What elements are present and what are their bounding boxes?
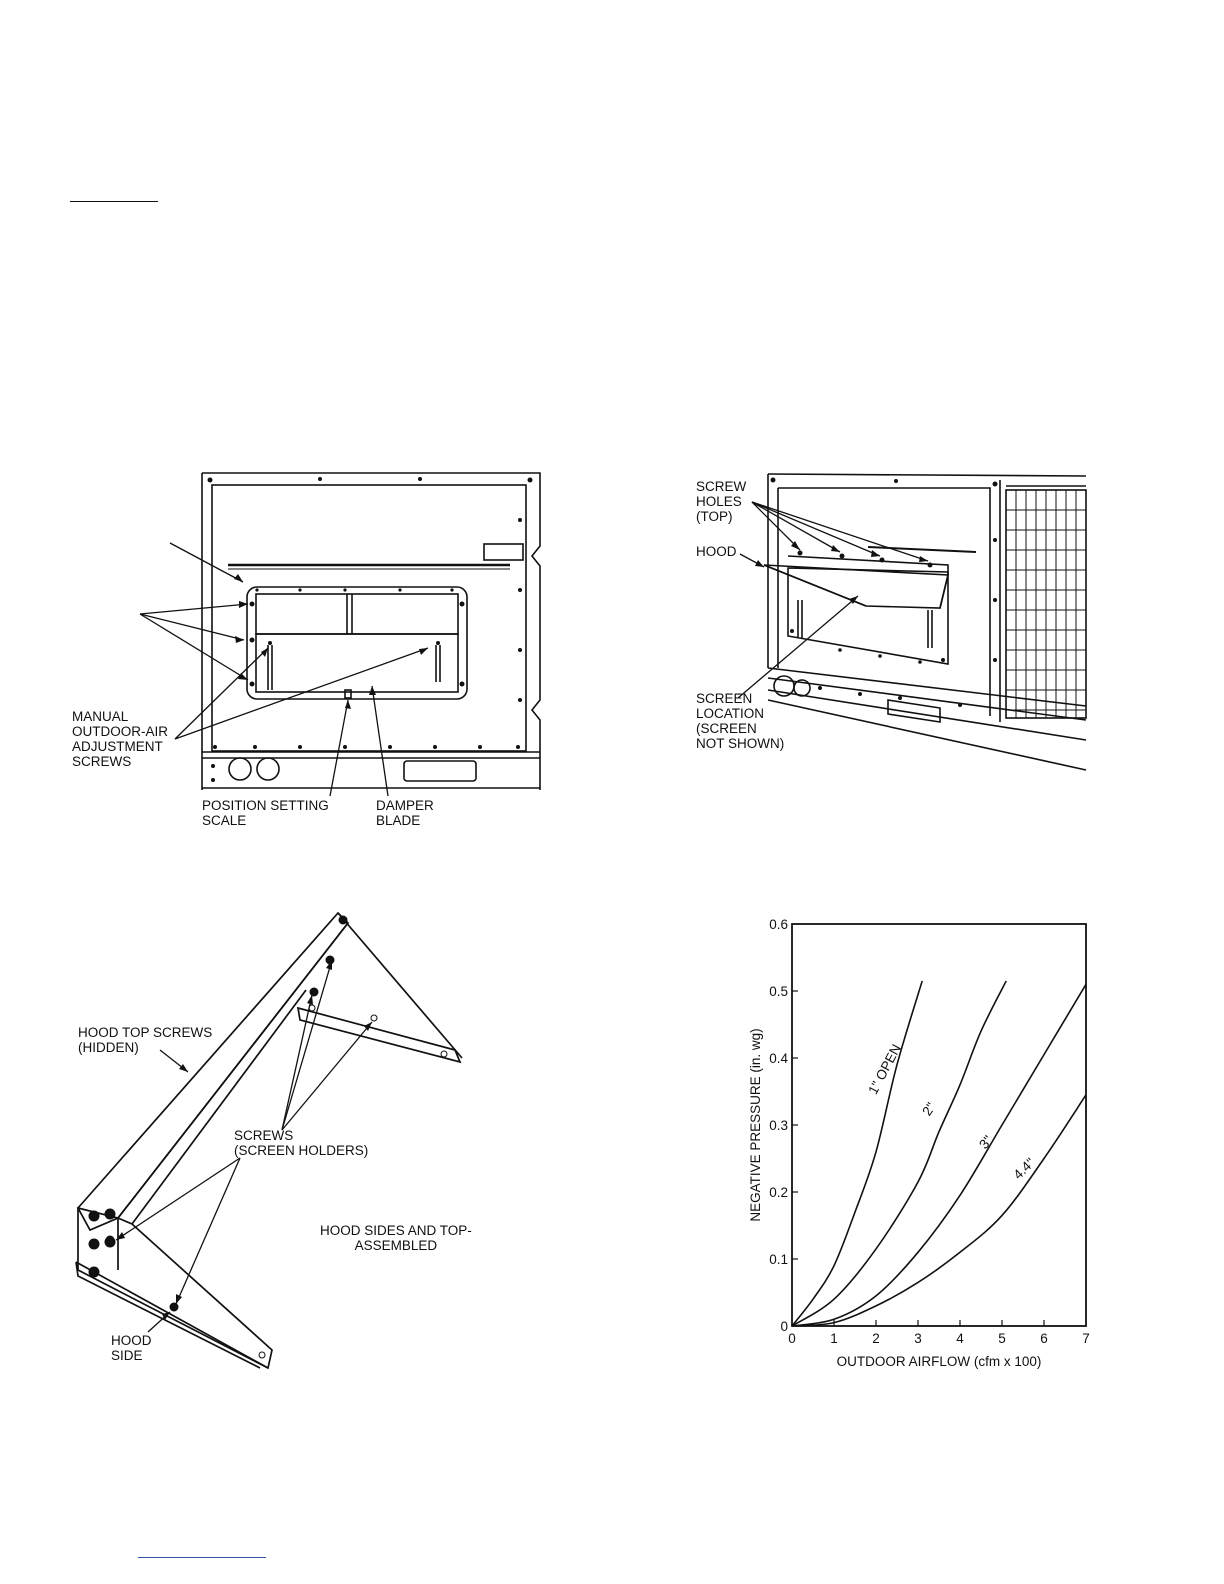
label-hood-top-screws: HOOD TOP SCREWS (HIDDEN)	[78, 1025, 213, 1055]
label-screen-location: SCREEN LOCATION (SCREEN NOT SHOWN)	[696, 691, 785, 751]
series-label-2: 2"	[919, 1100, 938, 1119]
y-tick-label: 0.4	[769, 1051, 788, 1066]
footer-link-underline	[138, 1557, 266, 1558]
x-tick-label: 6	[1040, 1331, 1048, 1346]
section-underline	[70, 201, 158, 202]
label-hood-assembled: HOOD SIDES AND TOP- ASSEMBLED	[320, 1223, 472, 1253]
y-axis-label: NEGATIVE PRESSURE (in. wg)	[748, 1028, 763, 1221]
curves-layer	[791, 980, 1087, 1327]
y-tick-label: 0.6	[769, 917, 788, 932]
series-label-1: 1" OPEN	[865, 1042, 904, 1097]
label-screw-holes: SCREW HOLES (TOP)	[696, 479, 747, 524]
y-tick-label: 0	[780, 1319, 788, 1334]
series-label-4: 4.4"	[1010, 1155, 1038, 1182]
curve-labels-layer: 1" OPEN 2" 3" 4.4"	[865, 1042, 1038, 1182]
y-tick-label: 0.5	[769, 984, 788, 999]
x-axis-label: OUTDOOR AIRFLOW (cfm x 100)	[837, 1354, 1042, 1369]
label-hood: HOOD	[696, 544, 737, 559]
series-line-3	[791, 983, 1087, 1327]
y-tick-label: 0.3	[769, 1118, 788, 1133]
series-line-4	[791, 1094, 1087, 1327]
x-tick-label: 1	[830, 1331, 838, 1346]
series-label-3: 3"	[976, 1133, 996, 1152]
label-damper-blade: DAMPER BLADE	[376, 798, 434, 828]
y-tick-label: 0.2	[769, 1185, 788, 1200]
x-tick-label: 3	[914, 1331, 922, 1346]
label-hood-side: HOOD SIDE	[111, 1333, 152, 1363]
x-tick-label: 4	[956, 1331, 964, 1346]
x-tick-label: 5	[998, 1331, 1006, 1346]
x-tick-label: 2	[872, 1331, 880, 1346]
plot-frame	[791, 923, 1087, 1327]
x-tick-label: 7	[1082, 1331, 1090, 1346]
label-position-scale: POSITION SETTING SCALE	[202, 798, 329, 828]
series-line-1	[791, 980, 923, 1327]
ticks-layer: 0 1 2 3 4 5 6 7 0 0.1 0.2 0.3 0.4 0.5 0.6	[769, 917, 1090, 1346]
label-adjustment-screws: MANUAL OUTDOOR-AIR ADJUSTMENT SCREWS	[72, 709, 168, 769]
label-screen-screws: SCREWS (SCREEN HOLDERS)	[234, 1128, 369, 1158]
x-tick-label: 0	[788, 1331, 796, 1346]
series-line-2	[791, 980, 1007, 1327]
y-tick-label: 0.1	[769, 1252, 788, 1267]
